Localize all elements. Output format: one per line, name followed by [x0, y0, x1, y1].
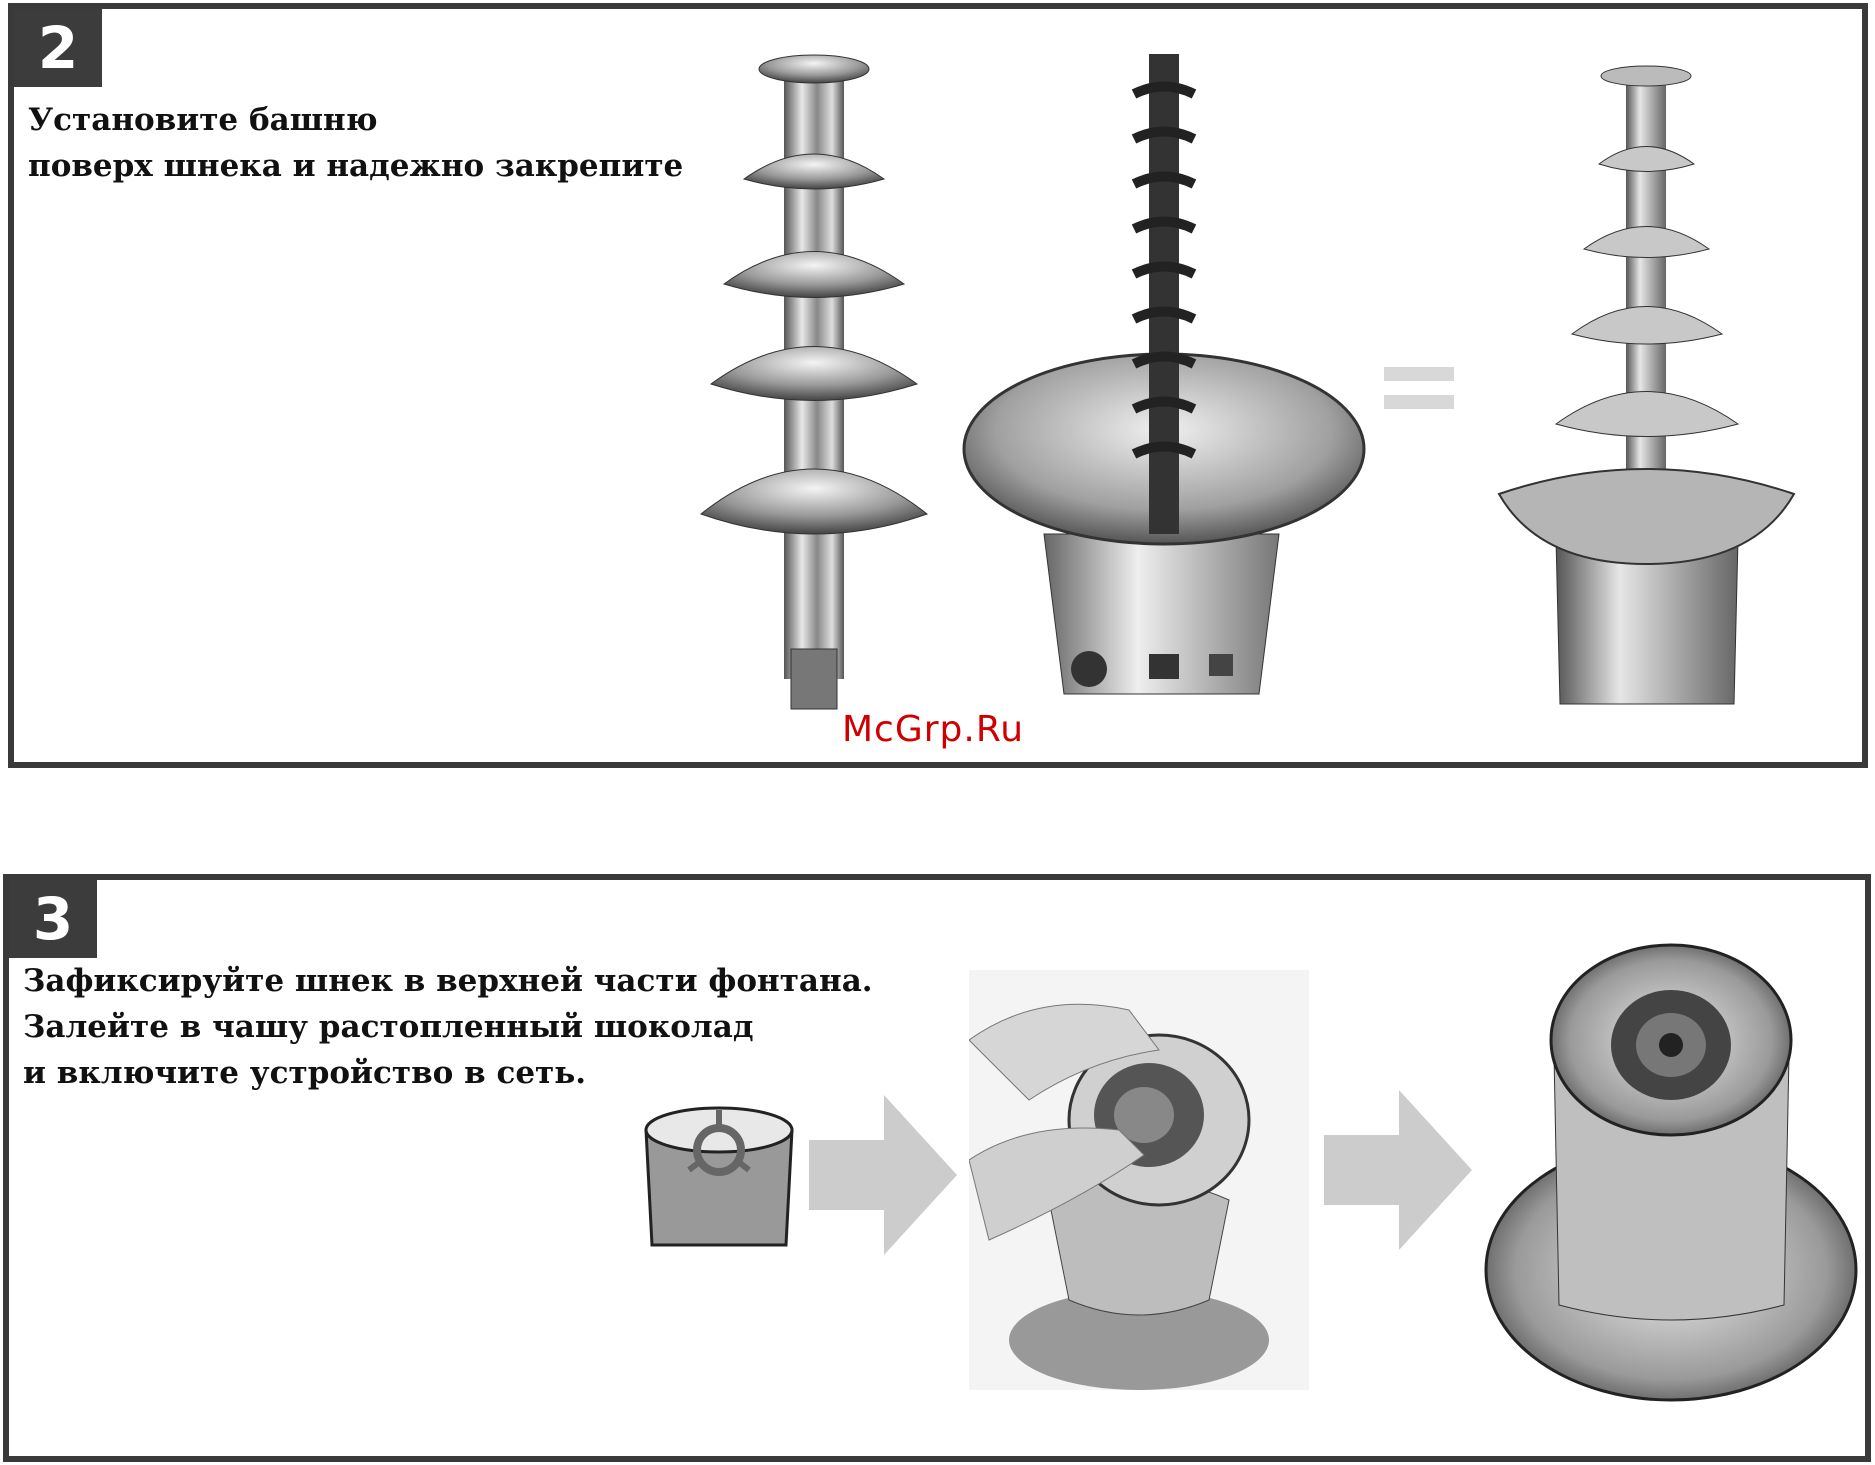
auger-base-image	[959, 54, 1369, 724]
arrow-right-icon	[1324, 1090, 1474, 1250]
instruction-line: Установите башню	[28, 97, 683, 143]
arrow-right-icon	[809, 1095, 959, 1255]
step-number-badge: 3	[9, 880, 97, 958]
step-instructions: Зафиксируйте шнек в верхней части фонтан…	[23, 958, 873, 1096]
fountain-top-view-image	[1484, 935, 1859, 1405]
instruction-line: Зафиксируйте шнек в верхней части фонтан…	[23, 958, 873, 1004]
step-2-panel: 2 Установите башню поверх шнека и надежн…	[8, 3, 1868, 768]
instruction-line: поверх шнека и надежно закрепите	[28, 143, 683, 189]
crown-ring-image	[634, 1090, 804, 1260]
watermark-text: McGrp.Ru	[842, 709, 1024, 750]
instruction-line: Залейте в чашу растопленный шоколад	[23, 1004, 873, 1050]
step-3-panel: 3 Зафиксируйте шнек в верхней части фонт…	[3, 874, 1871, 1462]
step-number-badge: 2	[14, 9, 102, 87]
assembled-fountain-image	[1494, 64, 1804, 744]
hand-inserting-crown-image	[969, 970, 1309, 1390]
step-instructions: Установите башню поверх шнека и надежно …	[28, 97, 683, 189]
fountain-tower-image	[699, 49, 929, 729]
equals-sign-icon	[1384, 364, 1454, 414]
